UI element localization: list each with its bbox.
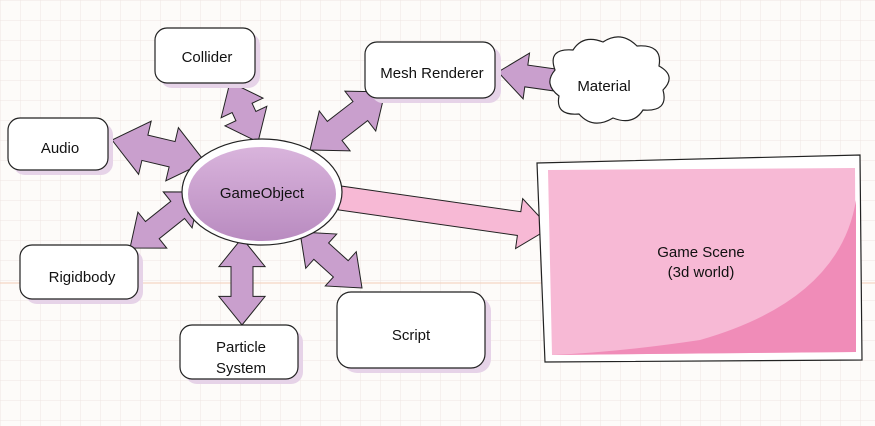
particle-system-label-1: Particle: [216, 339, 266, 356]
material-label: Material: [577, 78, 630, 95]
node-game-scene[interactable]: Game Scene (3d world): [536, 154, 863, 363]
node-material[interactable]: Material: [549, 36, 670, 124]
particle-system-label-2: System: [216, 360, 266, 377]
collider-label: Collider: [182, 49, 233, 66]
game-scene-label-1: Game Scene: [657, 244, 745, 261]
arrow-script: [299, 231, 363, 289]
script-label: Script: [392, 327, 431, 344]
gameobject-label: GameObject: [220, 185, 305, 202]
arrow-material: [497, 52, 558, 100]
mesh-renderer-label: Mesh Renderer: [380, 65, 483, 82]
rigidbody-label: Rigidbody: [49, 269, 116, 286]
node-rigidbody[interactable]: Rigidbody: [19, 244, 143, 304]
node-audio[interactable]: Audio: [7, 117, 113, 175]
node-particle-system[interactable]: Particle System: [179, 324, 303, 384]
node-mesh-renderer[interactable]: Mesh Renderer: [364, 41, 501, 103]
node-gameobject[interactable]: GameObject: [181, 138, 343, 246]
arrows-layer: [111, 52, 558, 326]
game-scene-label-2: (3d world): [668, 264, 735, 281]
node-collider[interactable]: Collider: [154, 27, 260, 88]
arrow-game-scene: [337, 185, 551, 250]
node-script[interactable]: Script: [336, 291, 491, 373]
audio-label: Audio: [41, 140, 79, 157]
